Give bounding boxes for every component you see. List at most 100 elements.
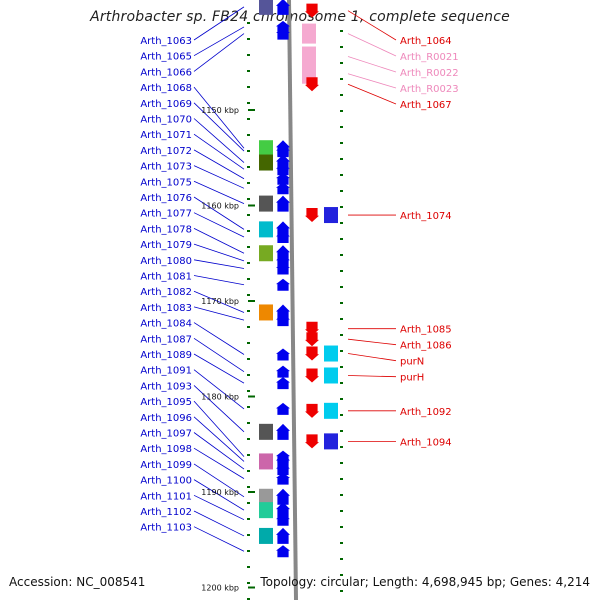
kbp-label: 1160 kbp <box>201 202 239 211</box>
tick-mark <box>340 334 343 336</box>
leader-line <box>193 26 245 57</box>
tick-mark <box>247 150 250 152</box>
tick-mark <box>247 134 250 136</box>
gene-label-right: Arth_1064 <box>400 36 452 47</box>
leader-line <box>193 102 245 152</box>
tick-mark <box>247 566 250 568</box>
tick-mark <box>247 582 250 584</box>
gene-label-left: Arth_1091 <box>140 366 192 377</box>
gene-label-right: Arth_1067 <box>400 100 452 111</box>
leader-line <box>193 369 245 410</box>
gene-label-left: Arth_1084 <box>140 319 192 330</box>
kbp-tick <box>248 586 255 589</box>
leader-line <box>193 180 245 204</box>
gene-arrow <box>276 20 290 33</box>
tick-mark <box>247 454 250 456</box>
kbp-label: 1150 kbp <box>201 106 239 115</box>
gene-arrow <box>276 314 290 327</box>
gene-box <box>324 433 338 450</box>
gene-box <box>324 402 338 419</box>
kbp-tick <box>248 204 255 207</box>
tick-mark <box>247 278 250 280</box>
gene-label-left: Arth_1083 <box>140 303 192 314</box>
gene-label-right: Arth_R0022 <box>400 68 459 79</box>
backbone-line <box>287 0 298 600</box>
tick-mark <box>340 446 343 448</box>
gene-arrow <box>276 463 290 476</box>
tick-mark <box>340 414 343 416</box>
gene-box <box>324 367 338 384</box>
leader-line <box>193 149 245 180</box>
gene-box <box>259 304 273 321</box>
tick-mark <box>247 86 250 88</box>
gene-label-right: purN <box>400 357 424 368</box>
tick-mark <box>247 326 250 328</box>
gene-label-right: Arth_R0023 <box>400 84 459 95</box>
gene-label-left: Arth_1097 <box>140 429 192 440</box>
gene-label-right: Arth_1092 <box>400 407 452 418</box>
gene-arrow <box>276 377 290 390</box>
gene-label-left: Arth_1068 <box>140 83 192 94</box>
leader-line <box>193 118 245 163</box>
gene-box <box>259 195 273 212</box>
gene-arrow <box>276 245 290 262</box>
gene-label-left: Arth_1065 <box>140 52 192 63</box>
gene-arrow <box>276 254 290 267</box>
gene-arrow <box>276 221 290 238</box>
gene-arrow <box>276 513 290 526</box>
map-title: Arthrobacter sp. FB24 chromosome 1, comp… <box>90 9 510 25</box>
gene-label-left: Arth_1081 <box>140 272 192 283</box>
leader-line <box>193 526 245 552</box>
gene-label-left: Arth_1095 <box>140 397 192 408</box>
gene-arrow <box>276 502 290 519</box>
tick-mark <box>340 558 343 560</box>
tick-mark <box>247 406 250 408</box>
kbp-tick <box>248 491 255 493</box>
tick-mark <box>340 350 343 352</box>
gene-label-left: Arth_1073 <box>140 162 192 173</box>
gene-arrow <box>276 195 290 212</box>
gene-arrow <box>276 365 290 378</box>
leader-line <box>193 86 245 149</box>
gene-label-left: Arth_1098 <box>140 444 192 455</box>
tick-mark <box>340 174 343 176</box>
leader-line <box>347 375 397 378</box>
gene-label-left: Arth_1099 <box>140 460 192 471</box>
leader-line <box>193 290 245 313</box>
kbp-label: 1200 kbp <box>201 584 239 593</box>
tick-mark <box>247 54 250 56</box>
gene-label-right: Arth_1074 <box>400 211 452 222</box>
tick-mark <box>247 38 250 40</box>
gene-label-left: Arth_1100 <box>140 476 192 487</box>
leader-line <box>347 10 397 41</box>
tick-mark <box>340 286 343 288</box>
label-leader-lines <box>193 6 397 552</box>
tick-mark <box>340 430 343 432</box>
gene-arrow <box>305 434 319 449</box>
tick-mark <box>247 598 250 600</box>
tick-mark <box>247 198 250 200</box>
leader-line <box>193 337 245 373</box>
tick-mark <box>340 46 343 48</box>
tick-mark <box>340 158 343 160</box>
tick-mark <box>340 94 343 96</box>
gene-arrow <box>276 0 290 15</box>
gene-label-left: Arth_1078 <box>140 224 192 235</box>
gene-arrow <box>305 208 319 223</box>
gene-label-left: Arth_1069 <box>140 99 192 110</box>
tick-mark <box>247 246 250 248</box>
gene-arrow <box>305 368 319 383</box>
tick-mark <box>247 390 250 392</box>
gene-arrow <box>276 27 290 40</box>
leader-line <box>193 6 245 41</box>
tick-mark <box>340 270 343 272</box>
gene-arrow <box>276 278 290 291</box>
tick-mark <box>340 398 343 400</box>
gene-label-left: Arth_1079 <box>140 240 192 251</box>
leader-line <box>347 338 397 346</box>
tick-mark <box>340 126 343 128</box>
tick-mark <box>247 70 250 72</box>
gene-arrow <box>305 77 319 92</box>
